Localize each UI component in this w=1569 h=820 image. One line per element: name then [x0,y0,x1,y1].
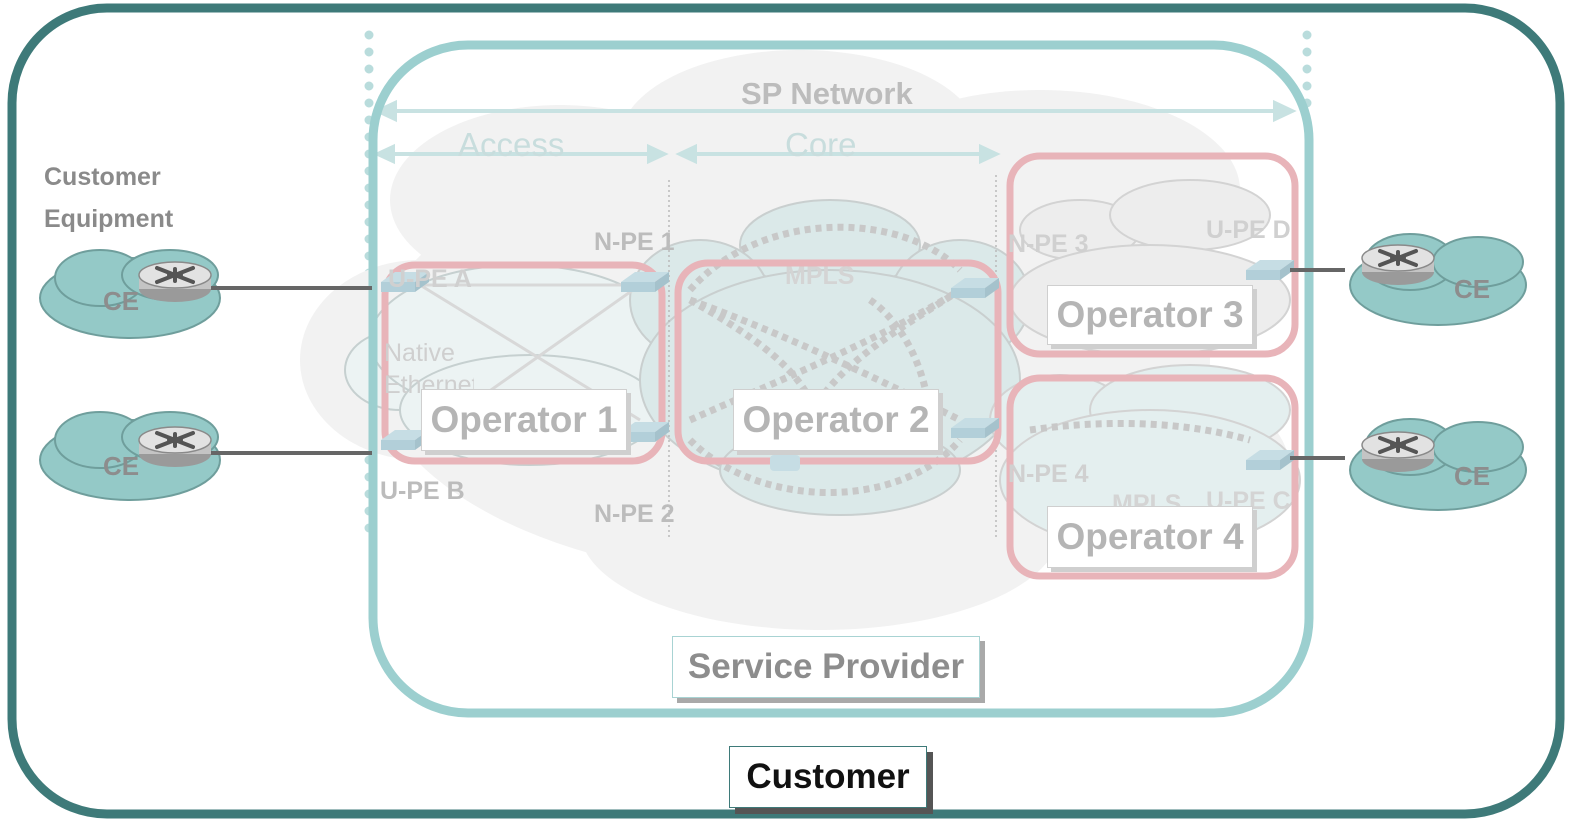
npe3-label: N-PE 3 [1008,230,1089,258]
upe-d-label: U-PE D [1206,216,1291,244]
mpls-core-label: MPLS [785,262,855,290]
ce-label-right-top: CE [1454,274,1491,304]
ce-router-right-top [1360,243,1436,287]
operator4-label-box: Operator 4 [1047,506,1253,568]
native-ethernet-label: Native Ethernet [384,339,474,399]
npe4-label: N-PE 4 [1008,460,1089,488]
operator1-label-box: Operator 1 [421,389,627,451]
ce-router-left-top [137,260,213,304]
operator4-frame [1006,374,1299,580]
ce-label-left-top: CE [103,286,140,316]
operator2-label-box: Operator 2 [733,389,939,451]
upe-a-label: U-PE A [388,265,472,293]
npe1-label: N-PE 1 [594,228,675,256]
access-arrow [373,143,669,165]
ce-label-right-bottom: CE [1454,461,1491,491]
customer-label-box: Customer [729,746,927,808]
customer-equipment-label: Customer Equipment [44,163,174,233]
operator3-label-box: Operator 3 [1047,285,1253,345]
core-label: Core [785,126,857,163]
sp-network-arrow [373,99,1297,123]
operator3-frame [1006,152,1299,358]
core-arrow [675,143,1001,165]
customer-frame [7,3,1565,819]
service-provider-frame [368,40,1314,718]
npe2-label: N-PE 2 [594,500,675,528]
core-router-icon [770,455,800,471]
ce-router-left-bottom [137,425,213,469]
access-label: Access [458,126,565,163]
operator2-frame [674,259,1002,465]
service-provider-label-box: Service Provider [672,636,980,698]
sp-network-label: SP Network [741,76,913,111]
ce-label-left-bottom: CE [103,451,140,481]
operator1-frame [381,261,666,465]
ce-links [210,268,1345,460]
ce-router-right-bottom [1360,430,1436,474]
upe-b-label: U-PE B [380,477,465,505]
